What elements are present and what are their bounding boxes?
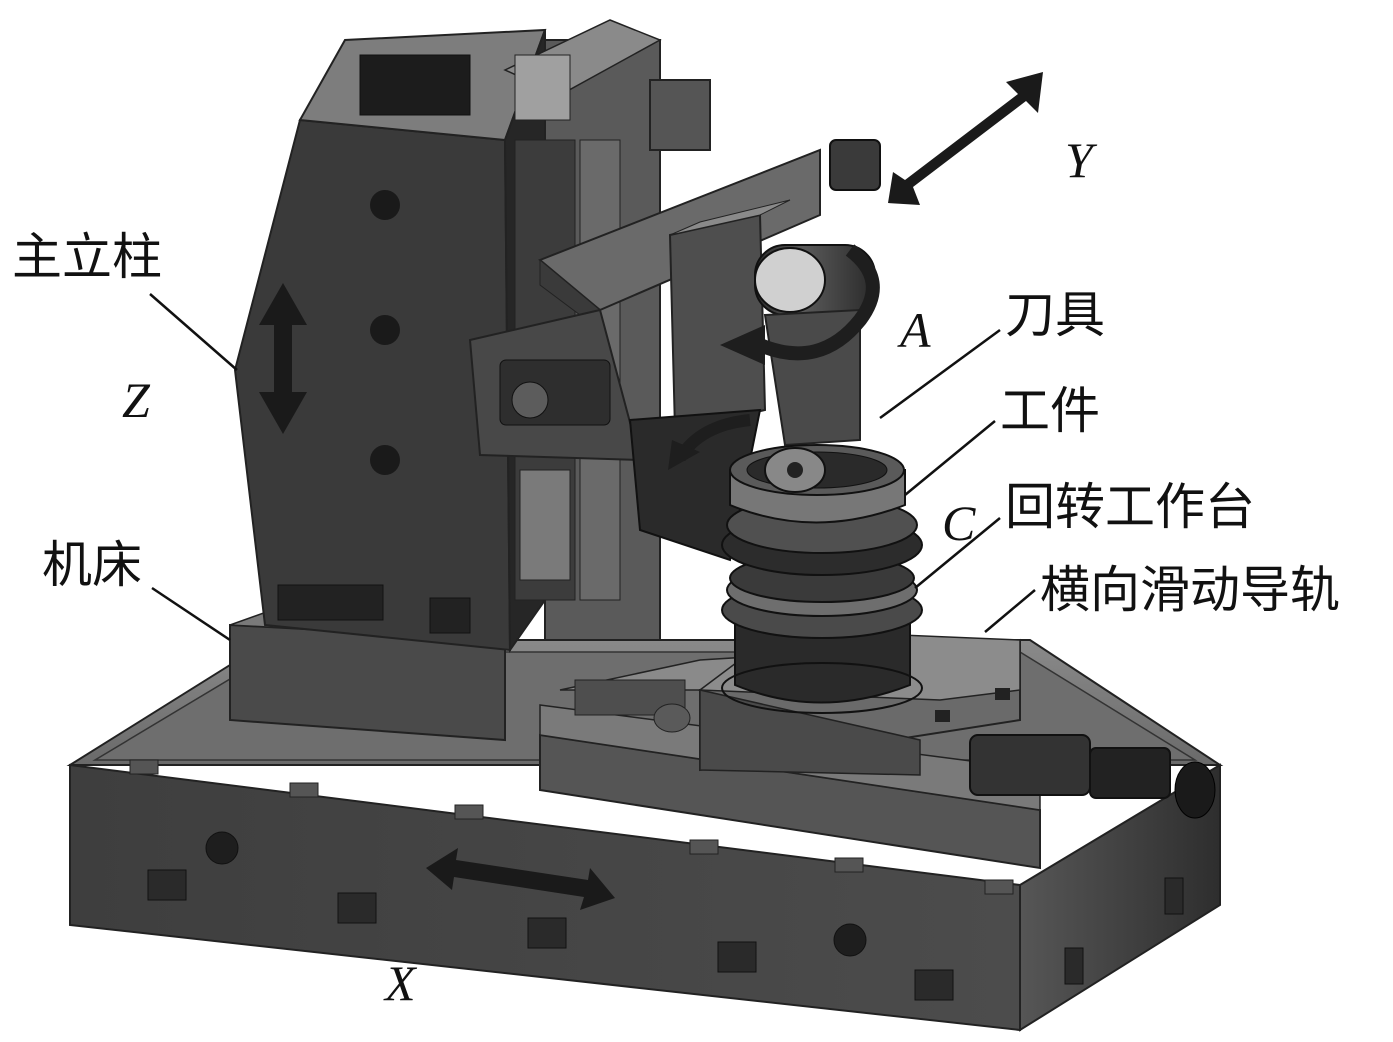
x-axis-arrow bbox=[426, 848, 615, 910]
leader-column bbox=[149, 293, 238, 371]
motion-arrows bbox=[259, 72, 1043, 910]
label-rotary-table: 回转工作台 bbox=[1005, 478, 1255, 536]
axis-label-x: X bbox=[385, 955, 416, 1011]
z-axis-arrow bbox=[259, 283, 307, 434]
axis-label-a: A bbox=[900, 302, 931, 358]
leader-slide-rail bbox=[984, 589, 1036, 633]
rotary-table bbox=[721, 496, 923, 714]
label-main-column: 主立柱 bbox=[12, 228, 162, 286]
label-workpiece: 工件 bbox=[1000, 382, 1100, 440]
leader-bed bbox=[151, 586, 231, 642]
axis-label-z: Z bbox=[122, 372, 150, 428]
label-machine-bed: 机床 bbox=[42, 536, 142, 594]
axis-label-c: C bbox=[942, 495, 976, 551]
leader-tool bbox=[879, 328, 1001, 420]
leader-workpiece bbox=[904, 420, 996, 496]
a-rotation-arrow bbox=[757, 244, 880, 361]
leader-rotary-table bbox=[914, 517, 1001, 589]
y-axis-arrow bbox=[888, 72, 1043, 205]
label-tool: 刀具 bbox=[1005, 286, 1105, 344]
leader-lines bbox=[149, 293, 1036, 642]
workpiece bbox=[729, 444, 906, 524]
label-slide-rail: 横向滑动导轨 bbox=[1040, 561, 1340, 619]
y-carriage bbox=[468, 139, 881, 462]
axis-label-y: Y bbox=[1065, 132, 1093, 188]
